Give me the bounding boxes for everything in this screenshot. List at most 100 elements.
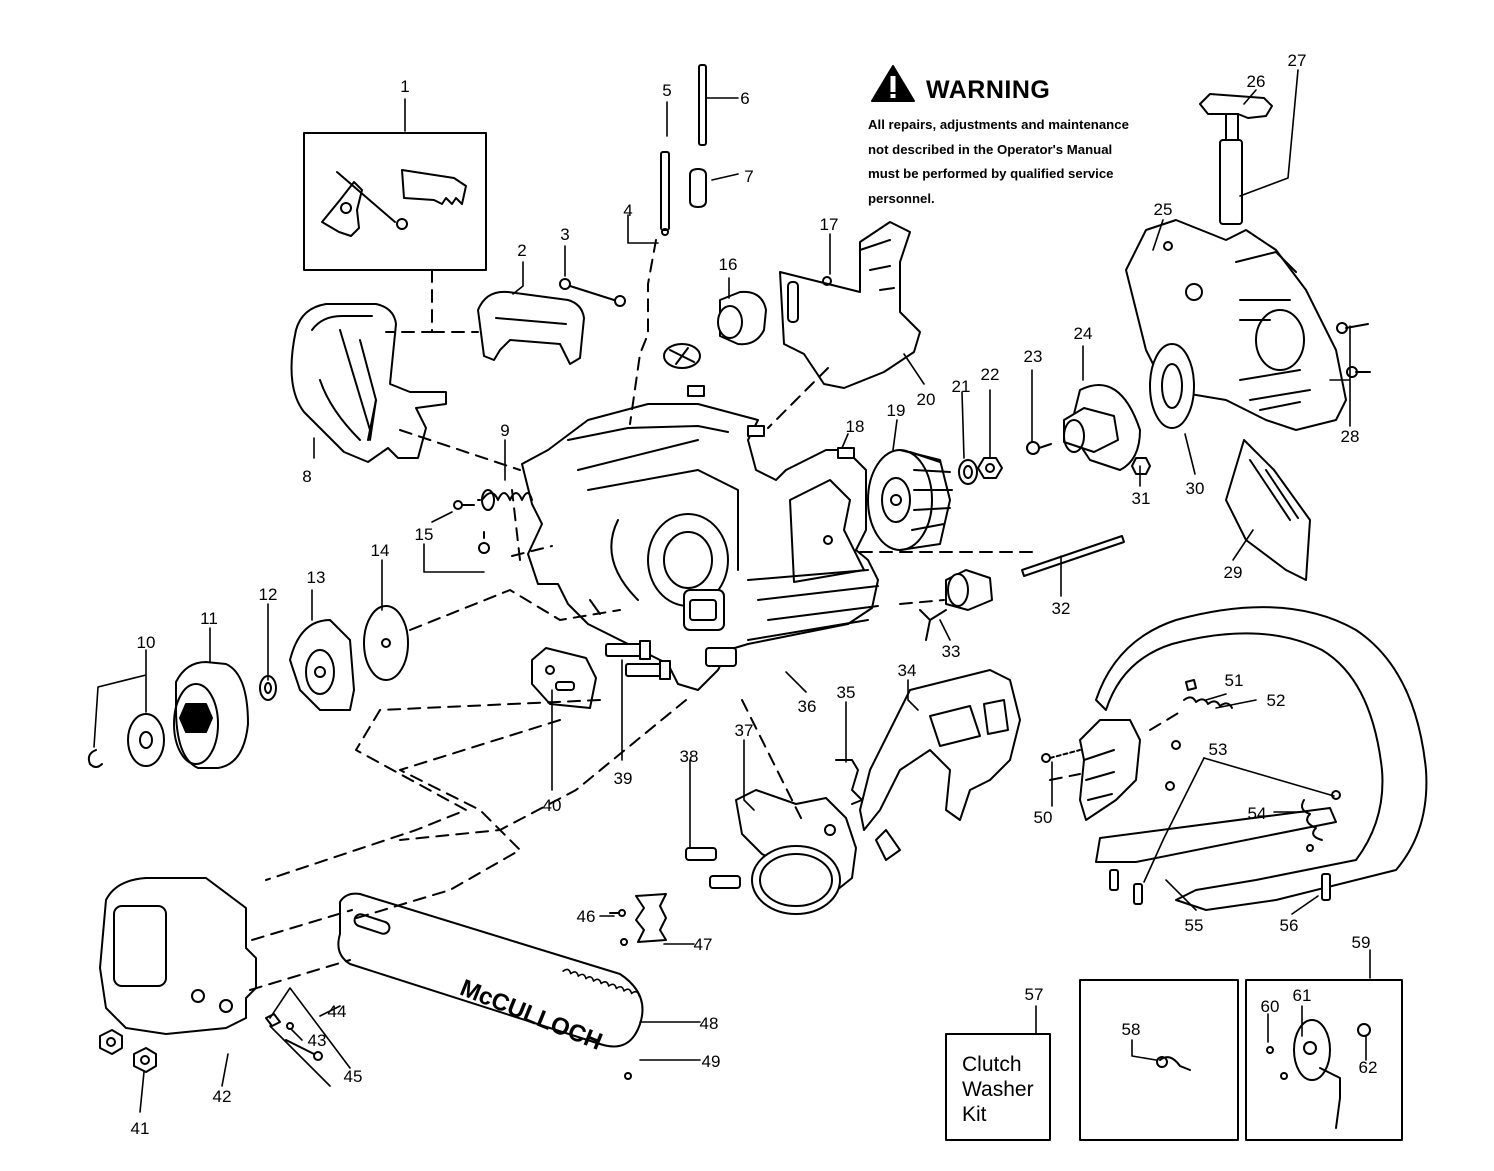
part-38-bolts	[685, 847, 741, 889]
part-42-sprocket-cover	[99, 877, 257, 1035]
label-59: 59	[1352, 933, 1371, 952]
label-52: 52	[1267, 691, 1286, 710]
label-40: 40	[543, 796, 562, 815]
label-39: 39	[614, 769, 633, 788]
label-5: 5	[662, 81, 671, 100]
part-41-nuts	[99, 1029, 157, 1073]
part-21-22-washer-nut	[958, 457, 1003, 485]
part-1-switch-box	[303, 132, 487, 271]
part-40-adjuster-plate	[531, 647, 597, 709]
label-30: 30	[1186, 479, 1205, 498]
label-25: 25	[1154, 200, 1173, 219]
label-42: 42	[213, 1087, 232, 1106]
label-56: 56	[1280, 916, 1299, 935]
kit-line-1: Clutch	[962, 1053, 1022, 1076]
label-33: 33	[942, 642, 961, 661]
label-22: 22	[981, 365, 1000, 384]
part-50-54-hardware	[1041, 679, 1341, 905]
label-31: 31	[1132, 489, 1151, 508]
label-8: 8	[302, 467, 311, 486]
part-23-24-ignition	[1026, 384, 1141, 471]
label-29: 29	[1224, 563, 1243, 582]
label-20: 20	[917, 390, 936, 409]
kit-line-3: Kit	[962, 1103, 987, 1126]
label-27: 27	[1288, 51, 1307, 70]
part-14-disc	[363, 605, 409, 681]
label-53: 53	[1209, 740, 1228, 759]
warning-line-4: personnel.	[868, 190, 935, 206]
label-38: 38	[680, 747, 699, 766]
label-51: 51	[1225, 671, 1244, 690]
label-23: 23	[1024, 347, 1043, 366]
label-37: 37	[735, 721, 754, 740]
clutch-washer-kit-label: Clutch Washer Kit	[962, 1052, 1034, 1127]
part-15-screws	[453, 500, 490, 554]
label-21: 21	[952, 377, 971, 396]
part-55-front-handle	[1095, 606, 1428, 911]
label-26: 26	[1247, 72, 1266, 91]
warning-line-1: All repairs, adjustments and maintenance	[868, 117, 1129, 132]
label-58: 58	[1122, 1020, 1141, 1039]
label-18: 18	[846, 417, 865, 436]
part-4-7-pins	[660, 64, 707, 236]
label-55: 55	[1185, 916, 1204, 935]
part-31-32-nut-rod	[1021, 457, 1151, 577]
label-19: 19	[887, 401, 906, 420]
warning-text: All repairs, adjustments and maintenance…	[868, 113, 1164, 211]
label-61: 61	[1293, 986, 1312, 1005]
part-8-rear-handle	[290, 303, 447, 463]
label-11: 11	[200, 609, 218, 628]
label-15: 15	[415, 525, 434, 544]
part-30-pulley	[1149, 343, 1195, 429]
label-36: 36	[798, 697, 817, 716]
part-13-clutch	[289, 619, 355, 711]
part-37-clutch-cover	[735, 789, 857, 915]
part-35-spring	[835, 759, 863, 805]
part-26-27-starter-handle	[1199, 93, 1273, 225]
label-46: 46	[577, 907, 596, 926]
part-43-45-adjuster	[265, 1013, 323, 1061]
label-34: 34	[898, 661, 917, 680]
part-3-screw	[559, 278, 626, 307]
label-41: 41	[131, 1119, 150, 1138]
part-11-clutch-drum	[173, 661, 249, 769]
part-20-heat-shield	[779, 221, 921, 389]
part-46-47-screw-plate	[609, 893, 667, 946]
label-28: 28	[1341, 427, 1360, 446]
label-6: 6	[740, 89, 749, 108]
callout-leaders	[93, 69, 1371, 1113]
label-14: 14	[371, 541, 390, 560]
label-17: 17	[820, 215, 839, 234]
label-49: 49	[702, 1052, 721, 1071]
label-13: 13	[307, 568, 326, 587]
assembly-lines	[249, 239, 1181, 991]
label-48: 48	[700, 1014, 719, 1033]
warning-line-2: not described in the Operator's Manual	[868, 141, 1113, 157]
part-57-kit-box	[945, 1033, 1051, 1141]
warning-title: WARNING	[926, 76, 1051, 104]
bar-chain-marks	[562, 968, 640, 997]
part-34-chain-brake	[859, 669, 1021, 861]
label-44: 44	[328, 1002, 347, 1021]
label-7: 7	[744, 167, 753, 186]
part-9-spring	[481, 489, 533, 511]
part-28-screws	[1336, 322, 1371, 378]
part-number-labels: 1 2 3 4 5 6 7 8 9 10 11 12 13 14 15 16 1…	[131, 51, 1378, 1138]
warning-icon	[871, 65, 915, 102]
part-16-primer	[663, 290, 767, 369]
label-3: 3	[560, 225, 569, 244]
label-35: 35	[837, 683, 856, 702]
label-43: 43	[308, 1031, 327, 1050]
part-36-engine-housing	[521, 403, 879, 691]
label-24: 24	[1074, 324, 1093, 343]
label-57: 57	[1025, 985, 1044, 1004]
kit-line-2: Washer	[962, 1078, 1034, 1101]
label-9: 9	[500, 421, 509, 440]
label-50: 50	[1034, 808, 1053, 827]
part-29-cover	[1225, 439, 1311, 581]
part-33-av-mount	[919, 569, 993, 641]
label-12: 12	[259, 585, 278, 604]
label-16: 16	[719, 255, 738, 274]
label-10: 10	[137, 633, 156, 652]
